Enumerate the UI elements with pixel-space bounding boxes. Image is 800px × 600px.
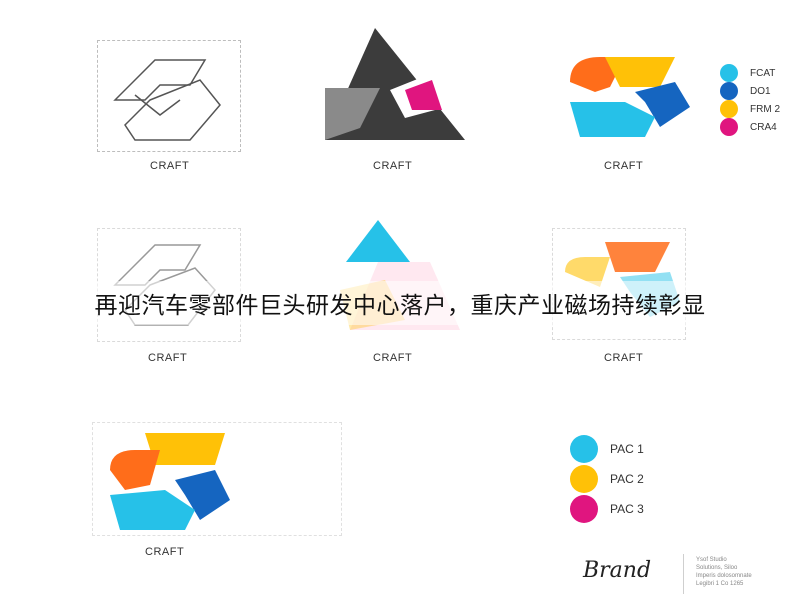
palette-top-row-4: CRA4 [720, 118, 777, 136]
caption-3: CRAFT [604, 160, 644, 172]
brand-info-lines: Ysof Studio Solutions, Siloo Imperis dol… [696, 556, 752, 588]
swatch-label: DO1 [750, 85, 771, 97]
caption-5: CRAFT [373, 352, 413, 364]
signature-divider [683, 554, 684, 594]
construction-grid-1 [97, 40, 241, 152]
logo-color-large [110, 433, 230, 530]
caption-6: CRAFT [604, 352, 644, 364]
swatch-label: PAC 1 [610, 442, 644, 456]
swatch-label: FCAT [750, 67, 776, 79]
brand-signature: Brand [583, 558, 652, 583]
palette-top-row-2: DO1 [720, 82, 771, 100]
swatch-dot [570, 435, 598, 463]
swatch-label: CRA4 [750, 121, 777, 133]
brand-line: Imperis dolosomnate [696, 573, 752, 579]
caption-1: CRAFT [150, 160, 190, 172]
swatch-dot [570, 465, 598, 493]
construction-grid-7 [92, 422, 342, 536]
caption-4: CRAFT [148, 352, 188, 364]
swatch-label: FRM 2 [750, 103, 780, 115]
swatch-dot [720, 118, 738, 136]
headline-text: 再迎汽车零部件巨头研发中心落户，重庆产业磁场持续彰显 [94, 293, 706, 319]
headline-banner: 再迎汽车零部件巨头研发中心落户，重庆产业磁场持续彰显 [0, 281, 800, 325]
palette-bottom-row-1: PAC 1 [570, 435, 644, 463]
swatch-label: PAC 2 [610, 472, 644, 486]
swatch-dot [570, 495, 598, 523]
brand-line: Legibri 1 Co 1265 [696, 581, 744, 587]
brand-line: Ysof Studio [696, 557, 727, 563]
palette-bottom-row-2: PAC 2 [570, 465, 644, 493]
brand-line: Solutions, Siloo [696, 565, 738, 571]
swatch-dot [720, 82, 738, 100]
swatch-dot [720, 100, 738, 118]
palette-top-row-1: FCAT [720, 64, 775, 82]
logo-color-1 [570, 57, 690, 137]
palette-bottom-row-3: PAC 3 [570, 495, 644, 523]
palette-top-row-3: FRM 2 [720, 100, 780, 118]
caption-2: CRAFT [373, 160, 413, 172]
caption-7: CRAFT [145, 546, 185, 558]
logo-wireframe [113, 59, 221, 141]
swatch-label: PAC 3 [610, 502, 644, 516]
swatch-dot [720, 64, 738, 82]
logo-triangle-dark [325, 28, 465, 140]
